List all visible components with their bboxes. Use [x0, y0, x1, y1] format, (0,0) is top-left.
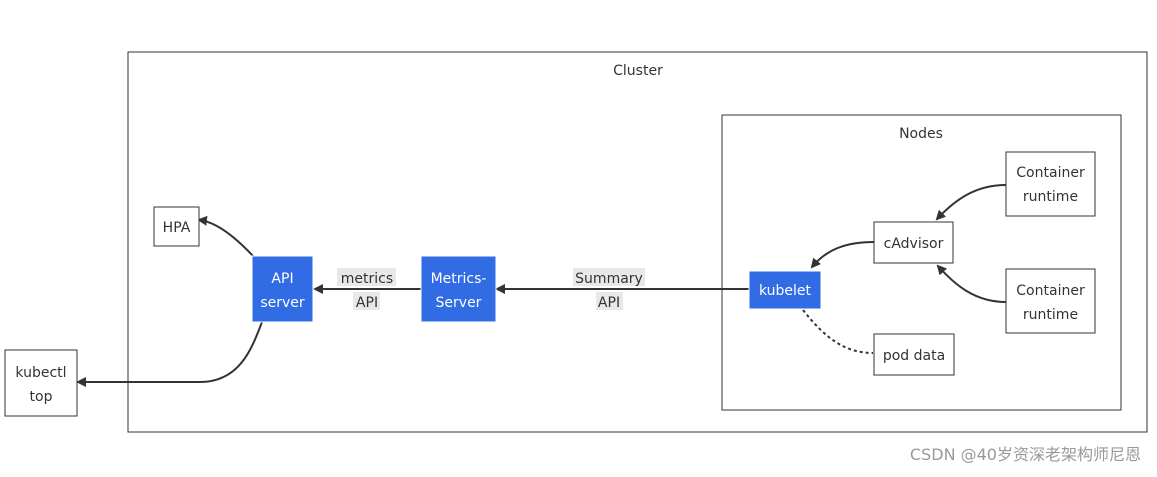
cluster-title: Cluster	[613, 63, 663, 79]
cadvisor-label: cAdvisor	[884, 236, 944, 252]
nodes-group	[721, 114, 1122, 411]
hpa-label: HPA	[163, 220, 191, 236]
metrics-server-label-line-1: Metrics-	[431, 271, 487, 287]
watermark-text: CSDN @40岁资深老架构师尼恩	[909, 445, 1141, 464]
metrics-api-line-2: API	[356, 295, 378, 311]
edge-cadvisor-to-kubelet	[810, 241, 875, 269]
cadvisor-node[interactable]: cAdvisor	[873, 221, 954, 264]
kubelet-node[interactable]: kubelet	[748, 270, 822, 310]
container-runtime-bottom-node[interactable]: Container runtime	[1005, 268, 1096, 334]
edge-apiserver-to-kubectl	[76, 321, 263, 387]
kubectl-label-line-2: top	[30, 389, 53, 405]
edge-runtime-top-to-cadvisor	[935, 184, 1007, 221]
pod-data-label: pod data	[883, 348, 945, 364]
metrics-api-line-1: metrics	[341, 271, 393, 287]
api-server-label-line-2: server	[260, 295, 305, 311]
api-server-label-line-1: API	[271, 271, 293, 287]
hpa-node[interactable]: HPA	[153, 206, 200, 247]
metrics-server-node[interactable]: Metrics- Server	[420, 255, 497, 323]
metrics-server-label-line-2: Server	[436, 295, 482, 311]
edge-label-metrics-api: metrics API	[337, 268, 396, 311]
summary-api-line-2: API	[598, 295, 620, 311]
edge-runtime-bottom-to-cadvisor	[936, 264, 1007, 303]
kubectl-top-node[interactable]: kubectl top	[4, 349, 78, 417]
cluster-group	[127, 51, 1148, 433]
kubectl-label-line-1: kubectl	[15, 365, 66, 381]
summary-api-line-1: Summary	[575, 271, 643, 287]
container-runtime-top-node[interactable]: Container runtime	[1005, 151, 1096, 217]
edge-kubelet-to-poddata	[802, 309, 874, 354]
edge-apiserver-to-hpa	[197, 215, 254, 257]
runtime-top-label-line-2: runtime	[1023, 189, 1078, 205]
runtime-top-label-line-1: Container	[1016, 165, 1085, 181]
runtime-bottom-label-line-2: runtime	[1023, 307, 1078, 323]
pod-data-node[interactable]: pod data	[873, 333, 955, 376]
runtime-bottom-label-line-1: Container	[1016, 283, 1085, 299]
nodes-title: Nodes	[899, 126, 943, 142]
edge-label-summary-api: Summary API	[573, 268, 645, 311]
api-server-node[interactable]: API server	[251, 255, 314, 323]
kubelet-label: kubelet	[759, 283, 812, 299]
